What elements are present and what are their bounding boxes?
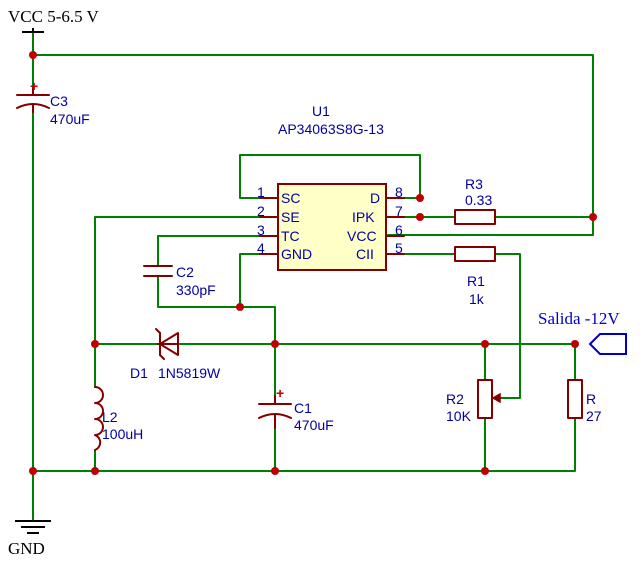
r-value: 27 [586, 408, 602, 424]
u1-pin7-num: 7 [395, 203, 403, 219]
u1-pin4-num: 4 [257, 240, 265, 256]
c2-value: 330pF [176, 282, 216, 298]
gnd-symbol [15, 520, 51, 534]
capacitor-c3 [16, 87, 50, 113]
u1-body [277, 183, 387, 271]
diode-d1 [155, 328, 179, 360]
junctions [29, 51, 597, 475]
r3-value: 0.33 [465, 192, 492, 208]
u1-pin2-name: SE [281, 209, 300, 225]
wire-c2-gnd-c1 [157, 276, 276, 397]
d1-ref: D1 [130, 365, 148, 381]
u1-pin1-name: SC [281, 190, 300, 206]
wire-tc-c2 [157, 235, 261, 266]
u1-pin8-num: 8 [395, 184, 403, 200]
u1-pin7-name: IPK [352, 209, 375, 225]
c3-ref: C3 [50, 93, 68, 109]
c1-value: 470uF [294, 417, 334, 433]
u1-pin1-num: 1 [257, 184, 265, 200]
u1-pin3-num: 3 [257, 222, 265, 238]
wire-sc-d-loop [239, 154, 421, 199]
wire-gnd-pin [239, 253, 261, 308]
wire-vcc-top-rail [32, 54, 594, 236]
potentiometer-r2 [477, 379, 501, 419]
u1-pin5-name: CII [356, 246, 374, 262]
r1-value: 1k [469, 291, 485, 307]
u1-pin6-num: 6 [395, 222, 403, 238]
output-net-flag [588, 333, 627, 355]
d1-value: 1N5819W [158, 365, 221, 381]
l2-ref: L2 [102, 409, 118, 425]
u1-pin5-num: 5 [395, 240, 403, 256]
r3-ref: R3 [465, 176, 483, 192]
capacitor-c2 [143, 265, 173, 277]
vcc-label: VCC 5-6.5 V [8, 7, 100, 26]
capacitor-c1 [258, 395, 292, 429]
u1-ref: U1 [312, 103, 330, 119]
r2-value: 10K [446, 408, 472, 424]
u1-pin4-name: GND [281, 246, 312, 262]
c3-polarity: + [30, 78, 38, 94]
r2-ref: R2 [446, 391, 464, 407]
c1-polarity: + [276, 385, 284, 401]
resistor-r [567, 379, 583, 419]
r1-ref: R1 [467, 273, 485, 289]
u1-pin6-name: VCC [347, 228, 377, 244]
c2-ref: C2 [176, 264, 194, 280]
wire-se-inductor [94, 216, 261, 388]
u1-value: AP34063S8G-13 [278, 121, 384, 137]
r-ref: R [586, 391, 596, 407]
c1-ref: C1 [294, 400, 312, 416]
c3-value: 470uF [50, 111, 90, 127]
output-label: Salida -12V [538, 309, 620, 328]
l2-value: 100uH [102, 426, 143, 442]
inductor-l2 [94, 386, 104, 451]
wire-ground-rail [32, 417, 576, 472]
u1-pin8-name: D [370, 190, 380, 206]
wire-r1-wiper [494, 253, 521, 399]
vcc-symbol [22, 28, 44, 33]
resistor-r3 [454, 209, 496, 225]
u1-pin-stubs [259, 197, 405, 255]
resistor-r1 [454, 246, 496, 262]
gnd-label: GND [8, 539, 45, 558]
u1-pin3-name: TC [281, 228, 300, 244]
u1-pin2-num: 2 [257, 203, 265, 219]
wires [32, 31, 594, 521]
